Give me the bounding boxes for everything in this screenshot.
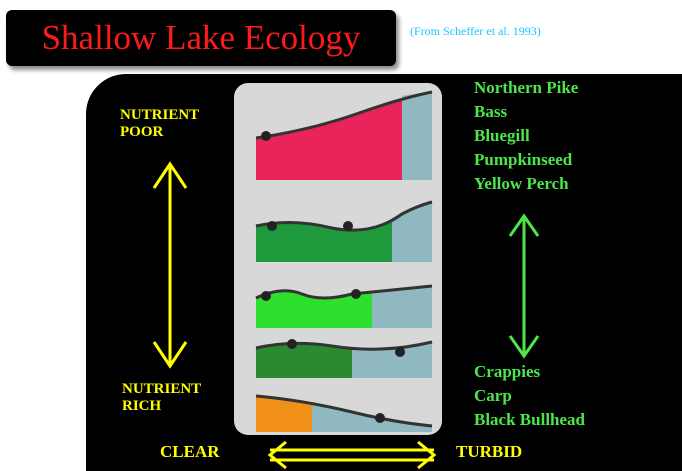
clarity-double-arrow: [267, 440, 437, 470]
nutrient-poor-label: NUTRIENT POOR: [120, 107, 199, 141]
species-item: Northern Pike: [474, 78, 579, 97]
turbid-label: TURBID: [456, 442, 523, 461]
species-item: Black Bullhead: [474, 410, 586, 429]
clear-label: CLEAR: [160, 442, 220, 461]
lake-profile-1: [255, 90, 433, 180]
nutrient-rich-line1: NUTRIENT: [122, 381, 202, 397]
nutrient-poor-line1: NUTRIENT: [120, 107, 200, 123]
species-item: Carp: [474, 386, 512, 405]
nutrient-rich-line2: RICH: [122, 398, 162, 414]
species-double-arrow: [508, 213, 540, 359]
nutrient-rich-label: NUTRIENT RICH: [122, 381, 201, 415]
lake-profile-3: [255, 284, 433, 328]
species-item: Bluegill: [474, 126, 530, 145]
lake-profile-5: [255, 394, 433, 432]
lake-profile-4: [255, 339, 433, 378]
nutrient-poor-line2: POOR: [120, 124, 164, 140]
species-item: Crappies: [474, 362, 541, 381]
species-item: Pumpkinseed: [474, 150, 573, 169]
species-item: Bass: [474, 102, 508, 121]
lake-profile-2: [255, 200, 433, 262]
diagram-title: Shallow Lake Ecology: [41, 18, 361, 57]
title-box: Shallow Lake Ecology: [6, 10, 396, 66]
species-item: Yellow Perch: [474, 174, 569, 193]
clear-water-species: Northern Pike Bass Bluegill Pumpkinseed …: [474, 76, 578, 196]
turbid-water-species: Crappies Carp Black Bullhead: [474, 360, 585, 432]
nutrient-double-arrow: [152, 161, 188, 369]
citation: (From Scheffer et al. 1993): [410, 24, 541, 38]
